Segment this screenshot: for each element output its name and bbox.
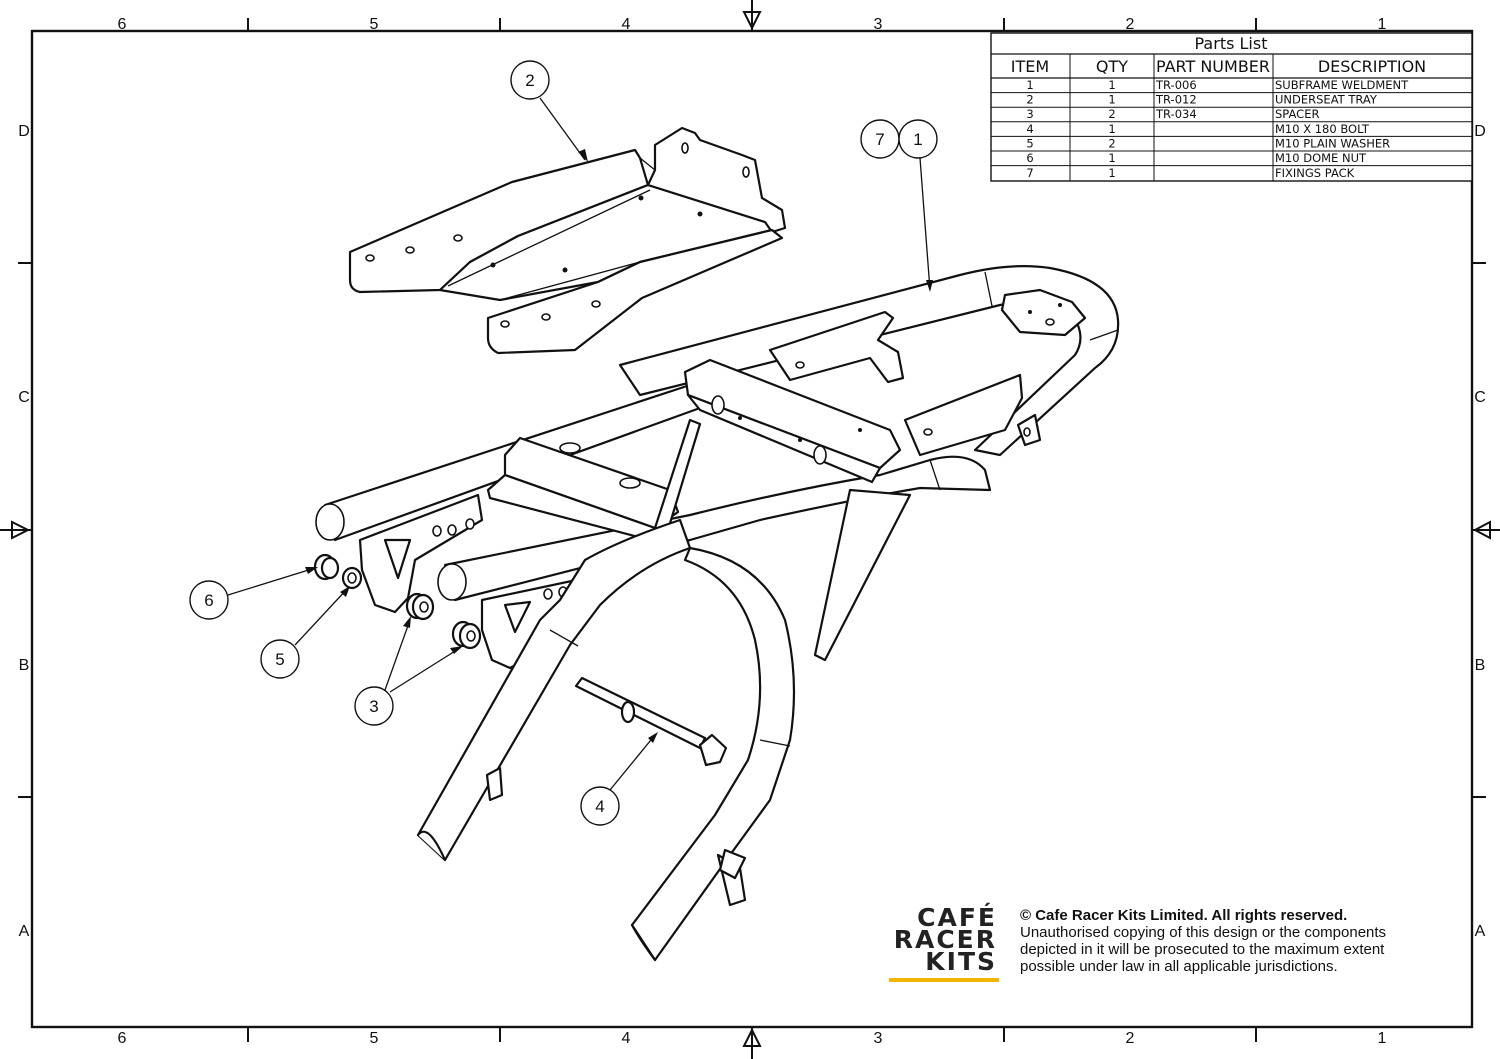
svg-text:2: 2 — [1026, 93, 1033, 107]
balloon-4: 4 — [580, 786, 620, 826]
zone-row-b-left: B — [19, 657, 30, 674]
svg-text:6: 6 — [1026, 151, 1033, 165]
zone-row-a-right: A — [1475, 923, 1486, 940]
header-qty: QTY — [1096, 57, 1128, 76]
svg-text:possible under law in all appl: possible under law in all applicable jur… — [1020, 958, 1338, 975]
copyright-notice: © Cafe Racer Kits Limited. All rights re… — [1020, 907, 1386, 975]
logo-accent-bar — [889, 978, 999, 982]
zone-row-a-left: A — [19, 923, 30, 940]
balloon-2: 2 — [510, 60, 550, 100]
table-row: 5 2 M10 PLAIN WASHER — [1026, 136, 1390, 150]
zone-col-3-top: 3 — [874, 16, 883, 33]
svg-text:M10 X 180 BOLT: M10 X 180 BOLT — [1275, 122, 1370, 136]
table-row: 6 1 M10 DOME NUT — [1026, 151, 1367, 165]
zone-col-3-bottom: 3 — [874, 1030, 883, 1047]
parts-list-title: Parts List — [1195, 34, 1268, 53]
table-row: 2 1 TR-012 UNDERSEAT TRAY — [1026, 93, 1378, 107]
plain-washer-part — [341, 566, 363, 590]
balloon-5: 5 — [260, 639, 300, 679]
svg-text:CAFÉ: CAFÉ — [917, 903, 997, 932]
svg-text:4: 4 — [1026, 122, 1033, 136]
subframe-weldment-part — [315, 265, 1120, 962]
svg-text:1: 1 — [1108, 151, 1115, 165]
zone-col-2-top: 2 — [1126, 16, 1135, 33]
table-row: 7 1 FIXINGS PACK — [1026, 166, 1354, 180]
dome-nut-part — [313, 553, 340, 581]
svg-text:M10 DOME NUT: M10 DOME NUT — [1275, 151, 1367, 165]
svg-text:© Cafe Racer Kits Limited. All: © Cafe Racer Kits Limited. All rights re… — [1020, 907, 1347, 924]
balloon-3: 3 — [354, 686, 394, 726]
balloon-6: 6 — [189, 580, 229, 620]
svg-text:1: 1 — [1108, 78, 1115, 92]
svg-text:Unauthorised copying of this d: Unauthorised copying of this design or t… — [1020, 924, 1386, 941]
zone-row-c-right: C — [1474, 389, 1486, 406]
svg-text:5: 5 — [1026, 136, 1033, 150]
balloon-7: 7 — [860, 119, 900, 159]
cafe-racer-kits-logo: CAFÉ RACER KITS — [889, 903, 999, 982]
svg-text:TR-012: TR-012 — [1155, 93, 1197, 107]
zone-col-5-bottom: 5 — [370, 1030, 379, 1047]
zone-row-d-left: D — [18, 123, 30, 140]
svg-text:TR-034: TR-034 — [1155, 107, 1197, 121]
svg-text:4: 4 — [595, 797, 604, 816]
zone-col-5-top: 5 — [370, 16, 379, 33]
zone-col-1-top: 1 — [1378, 16, 1387, 33]
table-row: 1 1 TR-006 SUBFRAME WELDMENT — [1026, 78, 1409, 92]
svg-text:2: 2 — [525, 71, 534, 90]
svg-text:5: 5 — [275, 650, 284, 669]
svg-text:UNDERSEAT TRAY: UNDERSEAT TRAY — [1275, 93, 1378, 107]
table-row: 3 2 TR-034 SPACER — [1026, 107, 1319, 121]
svg-text:7: 7 — [1026, 166, 1033, 180]
svg-text:SPACER: SPACER — [1275, 107, 1319, 121]
table-row: 4 1 M10 X 180 BOLT — [1026, 122, 1370, 136]
zone-col-4-top: 4 — [622, 16, 631, 33]
spacer-part — [405, 592, 482, 650]
svg-text:1: 1 — [1108, 122, 1115, 136]
svg-text:6: 6 — [204, 591, 213, 610]
header-item: ITEM — [1011, 57, 1049, 76]
header-part-number: PART NUMBER — [1156, 57, 1270, 76]
underseat-tray-part — [348, 126, 787, 355]
svg-text:1: 1 — [913, 130, 922, 149]
zone-row-d-right: D — [1474, 123, 1486, 140]
svg-text:depicted in it will be prosecu: depicted in it will be prosecuted to the… — [1020, 941, 1385, 958]
svg-text:KITS: KITS — [925, 947, 997, 976]
svg-text:3: 3 — [369, 697, 378, 716]
zone-col-6-top: 6 — [118, 16, 127, 33]
zone-ticks — [18, 18, 1486, 1042]
leader-lines — [227, 97, 931, 791]
svg-text:2: 2 — [1108, 107, 1115, 121]
svg-text:7: 7 — [875, 130, 884, 149]
svg-text:TR-006: TR-006 — [1155, 78, 1197, 92]
svg-text:SUBFRAME WELDMENT: SUBFRAME WELDMENT — [1275, 78, 1409, 92]
header-description: DESCRIPTION — [1318, 57, 1426, 76]
balloon-1: 1 — [898, 119, 938, 159]
zone-col-6-bottom: 6 — [118, 1030, 127, 1047]
svg-text:3: 3 — [1026, 107, 1033, 121]
leader-arrows — [305, 149, 933, 743]
zone-col-2-bottom: 2 — [1126, 1030, 1135, 1047]
svg-text:1: 1 — [1026, 78, 1033, 92]
zone-col-1-bottom: 1 — [1378, 1030, 1387, 1047]
parts-list-table: Parts List ITEM QTY PART NUMBER DESCRIPT… — [990, 32, 1473, 182]
zone-col-4-bottom: 4 — [622, 1030, 631, 1047]
zone-row-c-left: C — [18, 389, 30, 406]
svg-text:1: 1 — [1108, 93, 1115, 107]
svg-text:M10 PLAIN WASHER: M10 PLAIN WASHER — [1275, 136, 1390, 150]
svg-text:RACER: RACER — [894, 925, 997, 954]
svg-text:FIXINGS PACK: FIXINGS PACK — [1275, 166, 1355, 180]
bolt-part — [574, 676, 728, 767]
svg-text:2: 2 — [1108, 136, 1115, 150]
zone-row-b-right: B — [1475, 657, 1486, 674]
svg-text:1: 1 — [1108, 166, 1115, 180]
